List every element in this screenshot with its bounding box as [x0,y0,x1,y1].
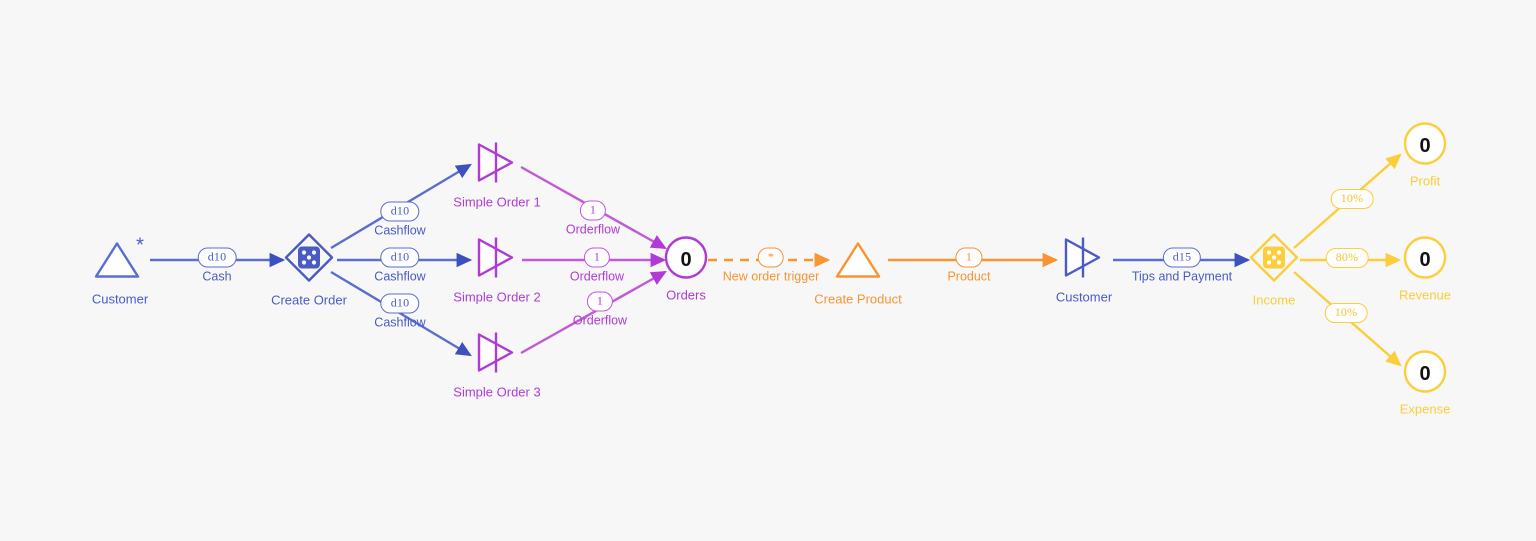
edge-sublabel: Cashflow [374,315,426,330]
counter-value: 0 [1419,362,1431,385]
node-create-order[interactable]: Create Order [271,231,347,308]
counter-value: 0 [1419,248,1431,271]
svg-text:*: * [136,236,144,257]
edge-sublabel: Product [947,269,991,284]
node-label: Simple Order 3 [453,384,541,400]
edge-sublabel: Tips and Payment [1131,269,1233,284]
edge-sublabel: Orderflow [572,313,628,328]
node-create-product[interactable]: Create Product [814,236,902,307]
node-label: Customer [1055,289,1113,305]
node-label: Simple Order 1 [453,194,541,210]
counter-value: 0 [1419,134,1431,157]
edge-cashflow-3[interactable] [330,270,472,357]
node-label: Profit [1409,173,1441,189]
edge-orderflow-3[interactable] [520,270,667,355]
edge-sublabel: Orderflow [569,269,625,284]
node-label: Create Product [814,291,902,307]
node-customer-source[interactable]: * Customer [88,235,152,307]
edge-label-new-order-trigger[interactable]: * New order trigger [722,247,820,285]
edge-sublabel: Cash [202,269,232,284]
edge-label-revenue-share[interactable]: 80% [1325,248,1369,270]
edge-badge: 1 [586,291,614,312]
node-expense[interactable]: 0 Expense [1400,350,1450,417]
edge-sublabel: New order trigger [722,269,820,284]
counter-circle-icon: 0 [1403,236,1447,285]
edge-sublabel: Cashflow [374,269,426,284]
edge-badge: 10% [1324,303,1368,323]
node-label: Customer [91,291,149,307]
edge-label-tips-and-payment[interactable]: d15 Tips and Payment [1131,247,1233,285]
edge-badge: * [757,247,785,268]
node-simple-order-3[interactable]: Simple Order 3 [453,329,541,400]
node-orders[interactable]: 0 Orders [664,236,708,303]
node-label: Simple Order 2 [453,289,541,305]
edge-label-cash[interactable]: d10 Cash [197,247,237,285]
edge-label-orderflow-3[interactable]: 1 Orderflow [572,291,628,329]
edge-badge: d10 [380,201,420,222]
source-triangle-icon [829,236,887,289]
edge-badge: d10 [380,247,420,268]
node-customer-sink[interactable]: Customer [1056,234,1112,305]
node-label: Expense [1399,401,1451,417]
node-label: Income [1252,292,1296,308]
node-simple-order-1[interactable]: Simple Order 1 [453,139,541,210]
edge-sublabel: Orderflow [565,222,621,237]
edge-sublabel: Cashflow [374,223,426,238]
node-label: Orders [666,287,706,303]
dice-diamond-icon [1247,231,1301,290]
edge-badge: 80% [1325,248,1369,268]
edge-label-cashflow-3[interactable]: d10 Cashflow [374,293,426,331]
node-profit[interactable]: 0 Profit [1403,122,1447,189]
edge-badge: d10 [197,247,237,268]
edge-badge: d15 [1162,247,1202,268]
edge-label-cashflow-1[interactable]: d10 Cashflow [374,201,426,239]
node-label: Revenue [1398,287,1452,303]
counter-circle-icon: 0 [1403,350,1447,399]
edge-label-orderflow-2[interactable]: 1 Orderflow [569,247,625,285]
node-simple-order-2[interactable]: Simple Order 2 [453,234,541,305]
counter-value: 0 [680,248,692,271]
edge-badge: 10% [1330,189,1374,209]
edge-label-product[interactable]: 1 Product [947,247,991,285]
node-income[interactable]: Income [1247,231,1301,308]
node-revenue[interactable]: 0 Revenue [1399,236,1451,303]
node-label: Create Order [271,292,347,308]
counter-circle-icon: 0 [1403,122,1447,171]
delay-triangle-icon [1058,234,1110,287]
edge-label-orderflow-1[interactable]: 1 Orderflow [565,200,621,238]
edge-label-cashflow-2[interactable]: d10 Cashflow [374,247,426,285]
edge-label-profit-share[interactable]: 10% [1330,189,1374,211]
delay-triangle-icon [471,234,523,287]
edge-badge: d10 [380,293,420,314]
delay-triangle-icon [471,329,523,382]
edge-label-expense-share[interactable]: 10% [1324,303,1368,325]
edge-badge: 1 [579,200,607,221]
edge-badge: 1 [955,247,983,268]
delay-triangle-icon [471,139,523,192]
source-triangle-icon: * [88,235,152,289]
dice-diamond-icon [282,231,336,290]
edge-badge: 1 [583,247,611,268]
counter-circle-icon: 0 [664,236,708,285]
